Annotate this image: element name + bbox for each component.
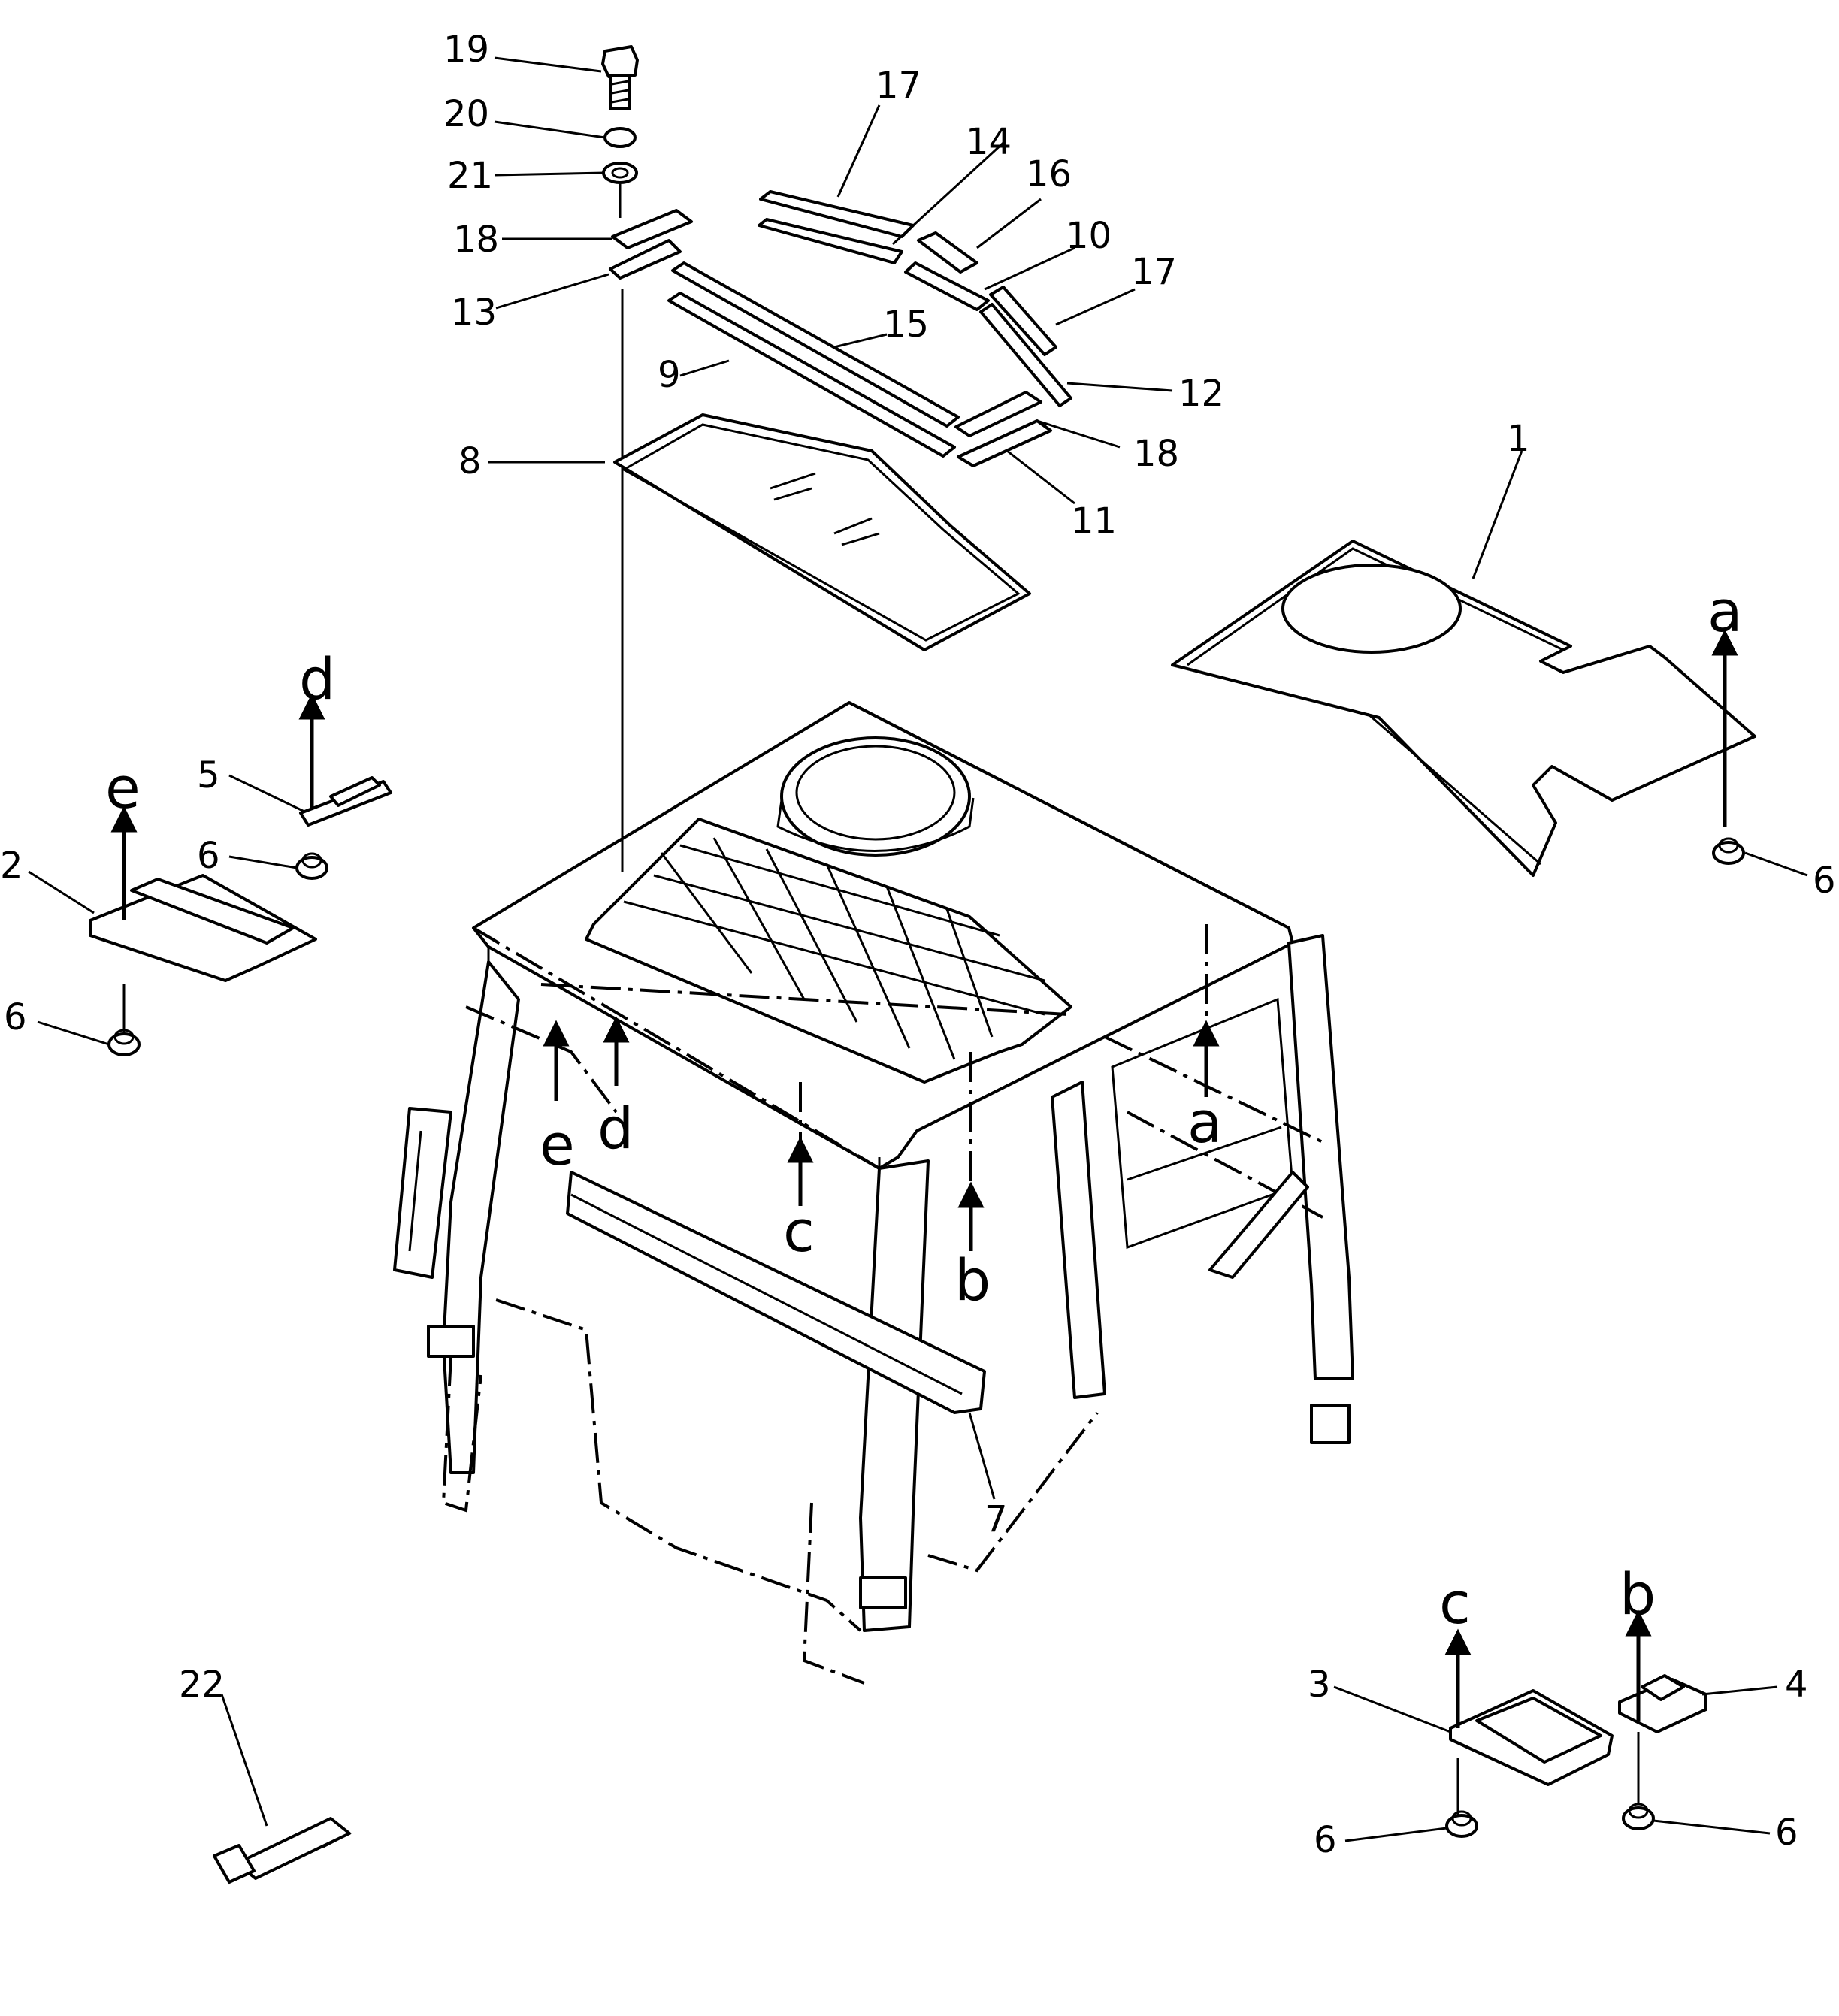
part-17-strip-right [989, 286, 1057, 356]
callout-18-a: 18 [453, 219, 499, 261]
part-20-lock-washer [603, 127, 637, 148]
ref-c-cab: c [783, 1198, 815, 1265]
part-4-bracket [1618, 1674, 1707, 1733]
callout-10: 10 [1066, 215, 1112, 257]
part-18-plate-right [954, 391, 1042, 437]
callout-5: 5 [197, 754, 220, 796]
part-16-plate [917, 231, 978, 274]
cab-frame [393, 701, 1354, 1685]
callout-13: 13 [451, 292, 497, 334]
callout-3: 3 [1308, 1664, 1331, 1706]
callout-6-c: 6 [4, 996, 27, 1038]
ref-d-cab: d [597, 1095, 634, 1162]
callout-12: 12 [1178, 373, 1224, 415]
callout-19: 19 [443, 29, 489, 71]
callout-6-d: 6 [1314, 1819, 1337, 1861]
part-2-cover [89, 874, 317, 982]
part-6-nut-3 [107, 1029, 141, 1056]
part-6-nut-2 [295, 852, 328, 880]
part-9-strip [667, 292, 956, 458]
part-19-bolt [601, 45, 639, 110]
callout-6-b: 6 [197, 835, 220, 877]
callout-14: 14 [966, 121, 1012, 163]
part-11-plate [957, 419, 1052, 467]
callout-15: 15 [883, 304, 929, 346]
leader-lines [28, 56, 1808, 1842]
ref-a-floor: a [1707, 578, 1743, 645]
part-3-cover [1449, 1689, 1614, 1786]
ref-c-part3: c [1439, 1570, 1471, 1637]
part-21-washer [602, 162, 638, 184]
reference-letters: a a b b c c d d e e [105, 578, 1743, 1637]
ref-e-part2: e [105, 754, 141, 821]
part-14-strip [758, 218, 903, 264]
callout-1: 1 [1507, 418, 1530, 460]
callout-2: 2 [0, 845, 23, 887]
ref-e-cab: e [540, 1111, 575, 1178]
callout-labels: 1 2 3 4 5 6 6 6 6 6 7 8 9 10 11 12 13 14… [0, 29, 1836, 1861]
part-6-nut-4 [1445, 1810, 1478, 1838]
part-15-strip [671, 261, 960, 428]
roof-grid [585, 818, 1072, 1084]
callout-9: 9 [658, 354, 681, 396]
callout-8: 8 [458, 440, 482, 482]
callout-16: 16 [1026, 153, 1072, 195]
callout-4: 4 [1785, 1664, 1808, 1706]
callout-17-a: 17 [876, 65, 921, 107]
part-5-bracket [299, 776, 392, 827]
part-18-plate-top [611, 209, 693, 249]
part-1-floor-plate [1171, 540, 1756, 877]
part-6-nut-1 [1712, 837, 1745, 865]
callout-11: 11 [1071, 500, 1117, 543]
callout-18-b: 18 [1133, 433, 1179, 475]
part-6-nut-5 [1622, 1803, 1655, 1830]
part-22-tube [213, 1817, 352, 1884]
part-10-strip [904, 261, 990, 311]
callout-6-a: 6 [1813, 860, 1836, 902]
callout-6-e: 6 [1775, 1812, 1798, 1854]
part-8-window-panel [613, 413, 1031, 651]
ref-d-part5: d [299, 645, 335, 712]
part-13-plate [609, 239, 682, 280]
callout-21: 21 [447, 155, 493, 197]
ref-a-cab: a [1187, 1089, 1223, 1156]
assembly-arrows [110, 629, 1738, 1815]
part-12-strip [979, 303, 1072, 407]
ref-b-part4: b [1620, 1561, 1656, 1628]
callout-7: 7 [985, 1498, 1008, 1540]
callout-22: 22 [179, 1664, 225, 1706]
ref-b-cab: b [954, 1247, 991, 1313]
callout-17-b: 17 [1131, 251, 1177, 293]
callout-20: 20 [443, 93, 489, 135]
